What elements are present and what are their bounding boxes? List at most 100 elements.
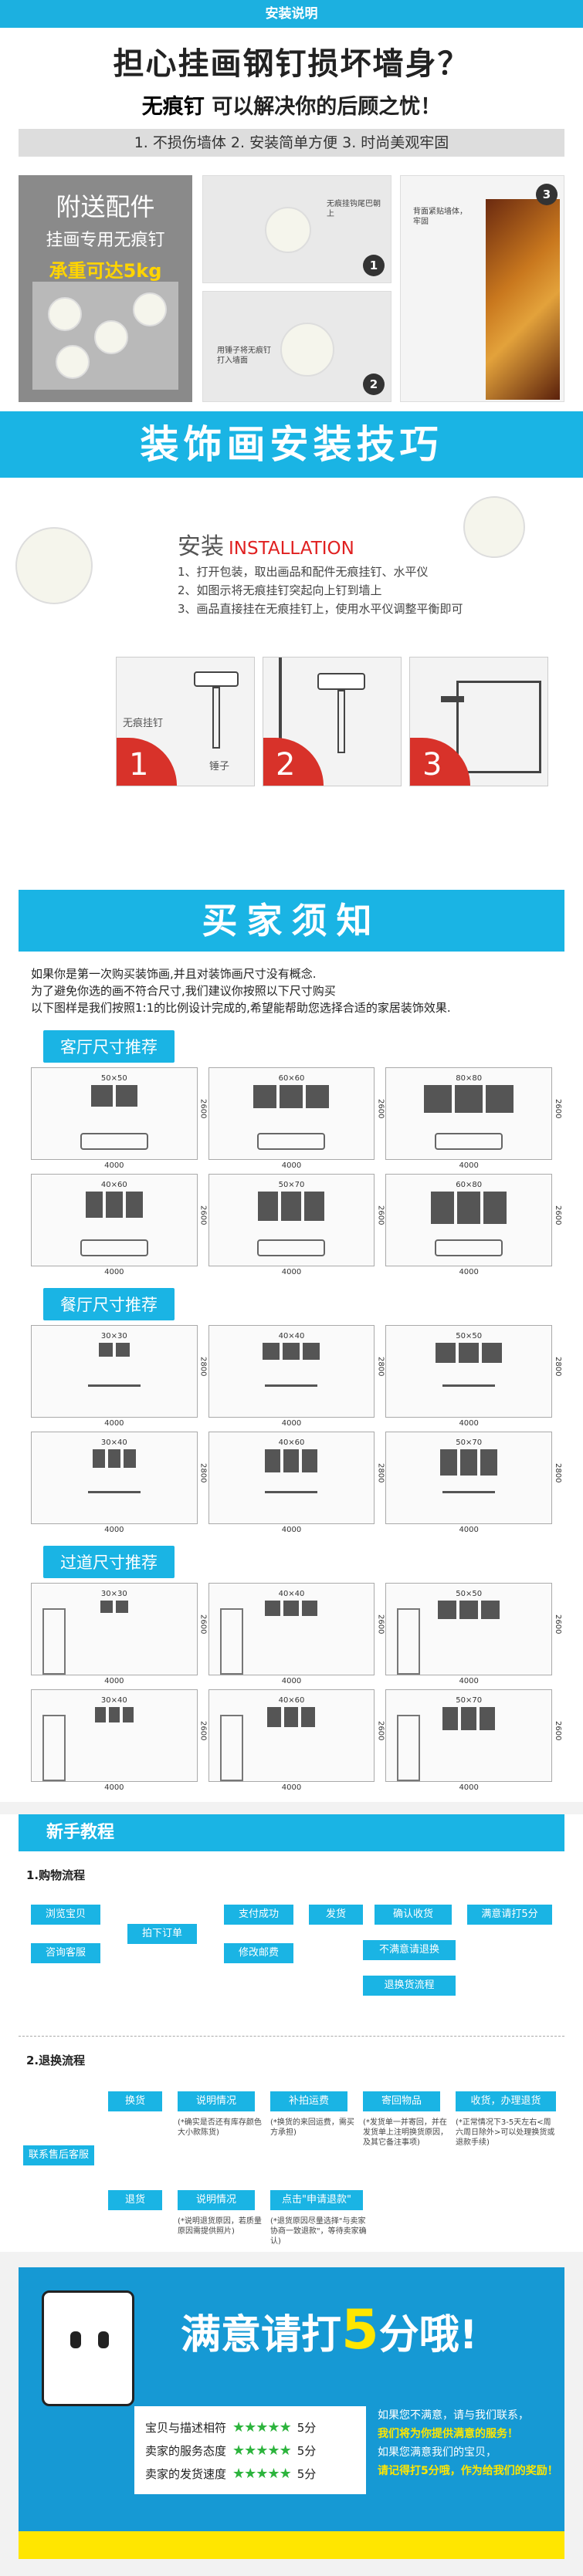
mascot-image (42, 2290, 134, 2406)
hook-icon (280, 323, 334, 377)
sofa-icon (435, 1133, 503, 1150)
frame-set (386, 1192, 551, 1224)
door-icon (397, 1608, 421, 1675)
mascot-eye (70, 2331, 81, 2348)
gift-weight: 承重可达5kg (49, 260, 162, 282)
room-width: 4000 (281, 1783, 302, 1792)
flow-return: 退换货流程 (363, 1976, 456, 1996)
room-width: 4000 (104, 1161, 124, 1170)
rating-headline-post: 分哦! (378, 2312, 478, 2358)
room-height: 2600 (376, 1721, 385, 1741)
room-size: 40×60 (100, 1181, 127, 1189)
step-photo-1-caption: 无痕挂钩尾巴朝上 (327, 200, 381, 218)
rating-cta: 如果您不满意，请与我们联系， 我们将为你提供满意的服务！ 如果您满意我们的宝贝，… (378, 2406, 563, 2480)
room-height: 2600 (376, 1614, 385, 1635)
frame-set (386, 1601, 551, 1619)
tool-step-number: 2 (263, 738, 324, 786)
intro-subheadline: 无痕钉 可以解决你的后顾之忧！ (0, 90, 583, 120)
rating-label: 卖家的服务态度 (145, 2443, 227, 2458)
hook-icon (48, 297, 82, 331)
note-stock: (*确实是否还有库存颜色大小款陈货) (178, 2118, 262, 2137)
flow-ship: 发货 (309, 1905, 363, 1925)
room-width: 4000 (104, 1783, 124, 1792)
room-height: 2600 (554, 1614, 562, 1635)
tool-label-nail: 无痕挂钉 (123, 718, 164, 729)
room-width: 4000 (104, 1268, 124, 1276)
table-icon (265, 1384, 318, 1406)
step-photo-3-number: 3 (536, 184, 558, 205)
flow-order: 拍下订单 (127, 1924, 197, 1944)
frame-set (32, 1707, 197, 1722)
room-size: 40×60 (278, 1696, 305, 1705)
cta-line: 如果您不满意，请与我们联系， (378, 2409, 529, 2422)
rating-row: 宝贝与描述相符★★★★★5分 (145, 2415, 355, 2439)
room-width: 4000 (281, 1419, 302, 1428)
intro-sub-rest: 可以解决你的后顾之忧！ (212, 95, 442, 119)
rating-headline-pre: 满意请打 (181, 2312, 342, 2358)
step-photo-3: 背面紧贴墙体，牢固 3 (400, 175, 564, 402)
frame-set (386, 1085, 551, 1113)
door-icon (219, 1608, 243, 1675)
step-photo-2-number: 2 (363, 374, 385, 395)
room-height: 2600 (198, 1614, 208, 1635)
tutorial-section: 新手教程 1.购物流程 浏览宝贝 咨询客服 拍下订单 支付成功 修改邮费 发货 … (0, 1814, 583, 2252)
mascot-eye (98, 2331, 109, 2348)
buyer-notes-section: 买家须知 如果你是第一次购买装饰画,并且对装饰画尺寸没有概念. 为了避免你选的画… (0, 890, 583, 1802)
room-height: 2600 (198, 1099, 208, 1119)
flow-edit-postage: 修改邮费 (224, 1943, 293, 1963)
bottom-strip (19, 2531, 564, 2559)
hook-icon (15, 527, 93, 604)
door-icon (42, 1715, 66, 1781)
frame-set (32, 1343, 197, 1357)
rating-row: 卖家的发货速度★★★★★5分 (145, 2462, 355, 2485)
flow-claim: 点击"申请退款" (270, 2190, 363, 2210)
nail-icon (441, 696, 464, 702)
flow-unhappy: 不满意请退换 (363, 1940, 456, 1960)
tutorial-banner: 新手教程 (19, 1814, 564, 1851)
flow-explain-2: 说明情况 (178, 2190, 255, 2210)
frame-set (386, 1343, 551, 1363)
frame-set (32, 1449, 197, 1468)
install-step: 3、画品直接挂在无痕挂钉上，使用水平仪调整平衡即可 (178, 602, 463, 616)
room-width: 4000 (281, 1526, 302, 1534)
room-width: 4000 (459, 1677, 479, 1685)
room-size: 50×50 (456, 1332, 483, 1340)
table-icon (87, 1491, 141, 1513)
frame-set (209, 1343, 375, 1360)
accessory-photos: 附送配件 挂画专用无痕钉 承重可达5kg 无痕挂钩尾巴朝上 1 用锤子将无痕钉打… (0, 164, 583, 411)
purchase-flow-title: 1.购物流程 (26, 1868, 86, 1882)
buyer-intro: 如果你是第一次购买装饰画,并且对装饰画尺寸没有概念. 为了避免你选的画不符合尺寸… (0, 952, 583, 1023)
room-size: 50×70 (456, 1438, 483, 1447)
door-icon (42, 1608, 66, 1675)
room-width: 4000 (104, 1419, 124, 1428)
tool-panel-1: 无痕挂钉 锤子 1 (116, 657, 255, 786)
intro-sub-bold: 无痕钉 (141, 95, 205, 119)
intro-section: 担心挂画钢钉损坏墙身？ 无痕钉 可以解决你的后顾之忧！ 1. 不损伤墙体 2. … (0, 28, 583, 164)
room-height: 2800 (198, 1463, 208, 1483)
flow-exchange: 换货 (108, 2091, 162, 2111)
room-height: 2600 (554, 1721, 562, 1741)
painting-image (486, 199, 560, 400)
room-height: 2800 (376, 1357, 385, 1377)
flow-confirm: 确认收货 (375, 1905, 452, 1925)
room-size: 80×80 (456, 1074, 483, 1083)
tool-panel-2: 2 (263, 657, 402, 786)
cta-line: 如果您满意我们的宝贝， (378, 2446, 497, 2459)
wall-line (279, 658, 282, 786)
room-height: 2800 (198, 1357, 208, 1377)
note-return-reason: (*说明退货原因，若质量原因需提供照片) (178, 2217, 262, 2236)
